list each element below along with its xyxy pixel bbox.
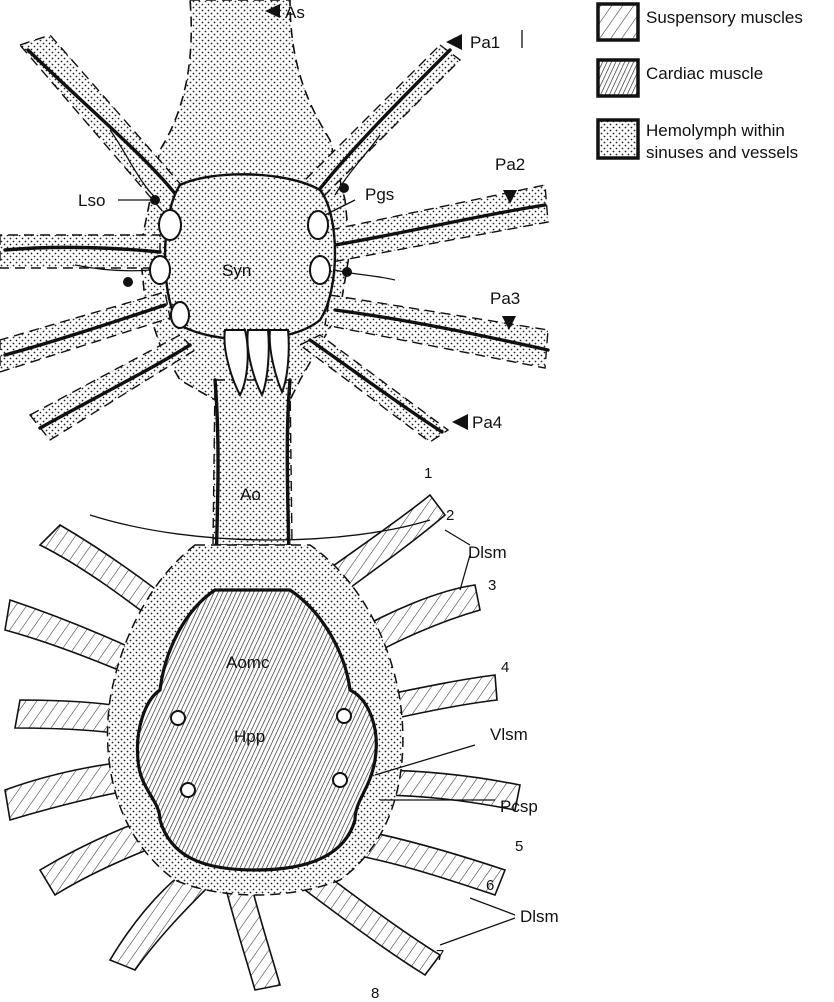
arrow-pa1 — [446, 34, 462, 50]
label-n8: 8 — [371, 985, 379, 1002]
legend-label: Hemolymph within — [646, 121, 785, 140]
label-n4: 4 — [501, 659, 509, 676]
ostia — [170, 708, 352, 798]
label-n2: 2 — [446, 507, 454, 524]
label-pcsp: Pcsp — [500, 797, 538, 816]
legend-item-cardiac: Cardiac muscle — [596, 58, 763, 98]
legend-label: sinuses and vessels — [646, 143, 798, 162]
synganglion-lobes — [149, 209, 331, 329]
label-vlsm: Vlsm — [490, 725, 528, 744]
arrow-as — [265, 4, 280, 18]
heart — [135, 588, 378, 872]
label-ao: Ao — [240, 485, 261, 504]
label-n5: 5 — [515, 838, 523, 855]
arrow-pa3 — [502, 316, 516, 330]
leader-lines — [118, 30, 523, 946]
arrowheads — [265, 4, 517, 430]
label-hpp: Hpp — [234, 727, 265, 746]
label-n7: 7 — [436, 947, 444, 964]
label-pa4: Pa4 — [472, 413, 502, 432]
ganglia — [123, 183, 352, 287]
label-dlsm-top: Dlsm — [468, 543, 507, 562]
label-pa1: Pa1 — [470, 33, 500, 52]
label-pa2: Pa2 — [495, 155, 525, 174]
cardiac-swatch — [596, 58, 640, 98]
legend-item-suspensory: Suspensory muscles — [596, 2, 803, 42]
legend: Suspensory muscles Cardiac muscle Hemoly… — [596, 2, 803, 162]
synganglion — [163, 173, 337, 341]
arrow-pa4 — [452, 414, 468, 430]
label-pgs: Pgs — [365, 185, 394, 204]
label-n1: 1 — [424, 465, 432, 482]
suspensory-swatch — [596, 2, 640, 42]
esophagus-folds — [223, 329, 290, 398]
upper-vessels — [0, 0, 550, 602]
legend-label: Suspensory muscles — [646, 8, 803, 27]
label-lso: Lso — [78, 191, 105, 210]
label-pa3: Pa3 — [490, 289, 520, 308]
legend-label: Cardiac muscle — [646, 64, 763, 83]
label-aomc: Aomc — [226, 653, 270, 672]
aorta-boundary — [89, 514, 431, 541]
legend-item-hemolymph: Hemolymph within sinuses and vessels — [596, 118, 798, 162]
label-as: As — [285, 3, 305, 22]
hemolymph-swatch — [596, 118, 640, 160]
label-syn: Syn — [222, 261, 251, 280]
labels: As Pa1 Pa2 Pa3 Pa4 Lso Pgs Syn Ao Aomc H… — [78, 3, 559, 1002]
label-n3: 3 — [488, 577, 496, 594]
label-dlsm-bottom: Dlsm — [520, 907, 559, 926]
label-n6: 6 — [486, 877, 494, 894]
arrow-pa2 — [503, 190, 517, 204]
